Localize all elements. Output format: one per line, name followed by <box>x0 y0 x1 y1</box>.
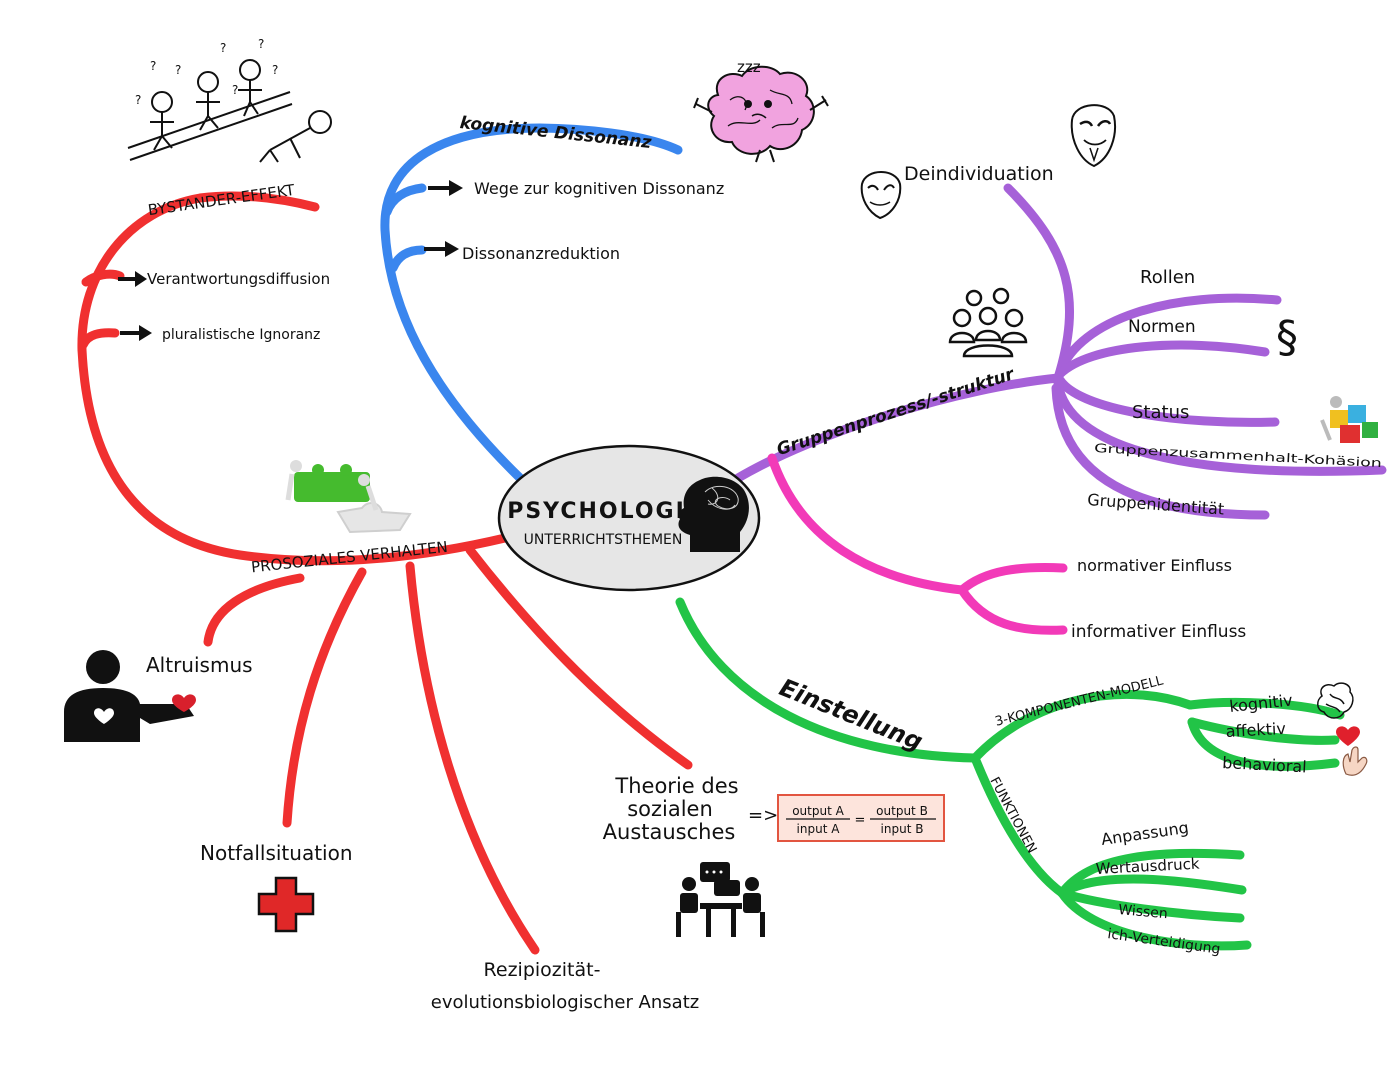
heart-icon <box>1336 726 1360 746</box>
dissonanz-item-0: Wege zur kognitiven Dissonanz <box>474 179 724 198</box>
svg-text:?: ? <box>175 63 181 77</box>
hand-icon <box>1342 746 1368 776</box>
center-subtitle: UNTERRICHTSTHEMEN <box>524 532 683 548</box>
svg-text:?: ? <box>135 93 141 107</box>
paragraph-symbol: § <box>1276 312 1298 363</box>
prosozial-title: PROSOZIALES VERHALTEN <box>250 538 448 577</box>
altruism-person-icon <box>64 650 194 742</box>
svg-text:input A: input A <box>797 822 841 836</box>
meeting-table-icon <box>676 862 765 937</box>
model-item-0: kognitiv <box>1228 690 1293 716</box>
funktionen-item-3: ich-Verteidigung <box>1106 926 1221 958</box>
gruppe-item-4: Gruppenidentität <box>1087 490 1225 519</box>
model-item-2: behavioral <box>1222 753 1307 776</box>
funktionen-item-0: Anpassung <box>1100 818 1190 849</box>
arrow-icon <box>118 271 147 287</box>
heart-icon <box>172 694 196 712</box>
svg-text:?: ? <box>232 83 238 97</box>
bystander-item-1: pluralistische Ignoranz <box>162 327 320 343</box>
svg-text:zzz: zzz <box>737 58 761 76</box>
arrow-icon <box>120 325 152 341</box>
arrow-icon <box>424 241 459 257</box>
deindividuation-label: Deindividuation <box>904 163 1054 185</box>
dissonanz-title: kognitive Dissonanz <box>459 113 653 153</box>
dissonanz-item-1: Dissonanzreduktion <box>462 244 620 263</box>
branch-dissonanz-lines <box>380 123 683 483</box>
rezi-label-1: Rezipiozität- <box>484 959 601 981</box>
arrow-icon <box>428 180 463 196</box>
branch-prosozial-lines <box>77 191 693 955</box>
question-marks: ? ? ? ? ? ? ? <box>135 37 278 107</box>
people-group-icon <box>948 287 1028 358</box>
branch-einstellung-lines <box>675 597 1345 951</box>
svg-text:output B: output B <box>876 804 928 818</box>
model-item-1: affektiv <box>1225 719 1286 741</box>
gruppe-item-1: Normen <box>1128 317 1196 337</box>
theorie-label-1: Theorie des <box>614 774 738 798</box>
center-node: PSYCHOLOGIE UNTERRICHTSTHEMEN <box>497 444 761 592</box>
puzzle-icon <box>285 460 412 534</box>
svg-text:?: ? <box>272 63 278 77</box>
funktionen-item-1: Wertausdruck <box>1095 855 1200 878</box>
mask-icon <box>1070 104 1116 168</box>
theorie-label-3: Austausches <box>603 820 736 844</box>
gruppe-item-0: Rollen <box>1140 267 1195 288</box>
cubes-icon <box>1320 396 1378 443</box>
theorie-label-2: sozialen <box>627 797 713 821</box>
svg-text:=>: => <box>748 805 778 826</box>
funktionen-item-2: Wissen <box>1118 902 1169 922</box>
rezi-label-2: evolutionsbiologischer Ansatz <box>431 992 699 1013</box>
notfall-label: Notfallsituation <box>200 841 353 865</box>
gruppe-title: Gruppenprozess/-struktur <box>774 364 1018 460</box>
svg-text:output A: output A <box>792 804 844 818</box>
svg-text:=: = <box>855 813 866 828</box>
svg-text:?: ? <box>258 37 264 51</box>
red-cross-icon <box>257 876 315 933</box>
bystander-item-0: Verantwortungsdiffusion <box>147 270 330 288</box>
brain-icon <box>1317 682 1354 719</box>
altruismus-label: Altruismus <box>146 653 253 677</box>
center-title: PSYCHOLOGIE <box>507 499 703 524</box>
svg-text:?: ? <box>150 59 156 73</box>
svg-text:input B: input B <box>881 822 924 836</box>
mask-icon <box>860 171 902 220</box>
bystander-title: BYSTANDER-EFFEKT <box>147 181 297 220</box>
svg-text:?: ? <box>220 41 226 55</box>
einfluss-item-0: normativer Einfluss <box>1077 556 1232 575</box>
bystander-stickfigures-icon <box>127 59 332 163</box>
formula-box: => output A input A = output B input B <box>748 794 945 842</box>
einfluss-item-1: informativer Einfluss <box>1071 622 1246 642</box>
brain-icon: zzz <box>693 58 829 163</box>
model-title: 3-KOMPONENTEN-MODELL <box>994 673 1166 730</box>
branch-einfluss-lines <box>767 453 1068 635</box>
gruppe-item-2: Status <box>1132 402 1189 423</box>
head-brain-icon <box>678 476 749 552</box>
